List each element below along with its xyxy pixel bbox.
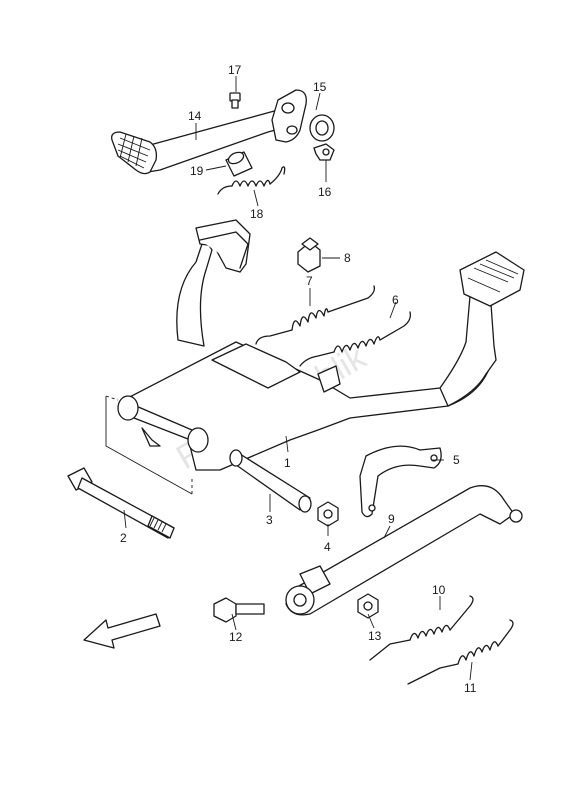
callout-5: 5 <box>453 453 460 467</box>
part-4-nut[interactable] <box>317 501 339 527</box>
callout-12: 12 <box>229 630 243 644</box>
callout-16: 16 <box>318 185 332 199</box>
part-6-spring[interactable] <box>299 311 412 367</box>
leader-lines <box>123 76 473 681</box>
part-8-rubber-stopper[interactable] <box>297 237 321 273</box>
part-7-spring[interactable] <box>255 285 376 345</box>
callout-7: 7 <box>306 274 313 288</box>
part-19-bushing[interactable] <box>225 150 253 177</box>
callout-19: 19 <box>190 164 204 178</box>
part-15-seal[interactable] <box>309 114 335 142</box>
callout-1: 1 <box>284 456 291 470</box>
callout-11: 11 <box>464 681 477 695</box>
callout-2: 2 <box>120 531 127 545</box>
part-11-spring[interactable] <box>407 619 514 685</box>
part-9-side-stand[interactable] <box>285 485 523 616</box>
part-12-bolt[interactable] <box>213 597 265 623</box>
callout-6: 6 <box>392 293 399 307</box>
part-16-clip[interactable] <box>313 143 335 161</box>
bolt-outline-box <box>105 395 193 495</box>
part-2-pivot-bolt[interactable] <box>67 467 175 539</box>
part-17-bolt[interactable] <box>229 92 241 109</box>
callout-17: 17 <box>228 63 242 77</box>
callout-15: 15 <box>313 80 327 94</box>
part-14-pedal-lever[interactable] <box>111 89 307 175</box>
callout-labels: 1 2 3 4 5 6 7 8 9 10 11 12 13 14 15 16 1… <box>120 63 477 695</box>
callout-8: 8 <box>344 251 351 265</box>
callout-4: 4 <box>324 540 331 554</box>
callout-14: 14 <box>188 109 202 123</box>
part-18-spring[interactable] <box>217 166 286 195</box>
part-3-tube[interactable] <box>229 449 312 513</box>
part-1-center-stand[interactable] <box>117 219 525 471</box>
callout-9: 9 <box>388 512 395 526</box>
callout-18: 18 <box>250 207 264 221</box>
callout-13: 13 <box>368 629 382 643</box>
part-10-spring[interactable] <box>369 595 474 661</box>
arrow-front-icon <box>83 613 161 649</box>
part-13-nut[interactable] <box>357 593 379 619</box>
part-5-stopper-bracket[interactable] <box>359 445 442 518</box>
callout-10: 10 <box>432 583 446 597</box>
callout-3: 3 <box>266 513 273 527</box>
